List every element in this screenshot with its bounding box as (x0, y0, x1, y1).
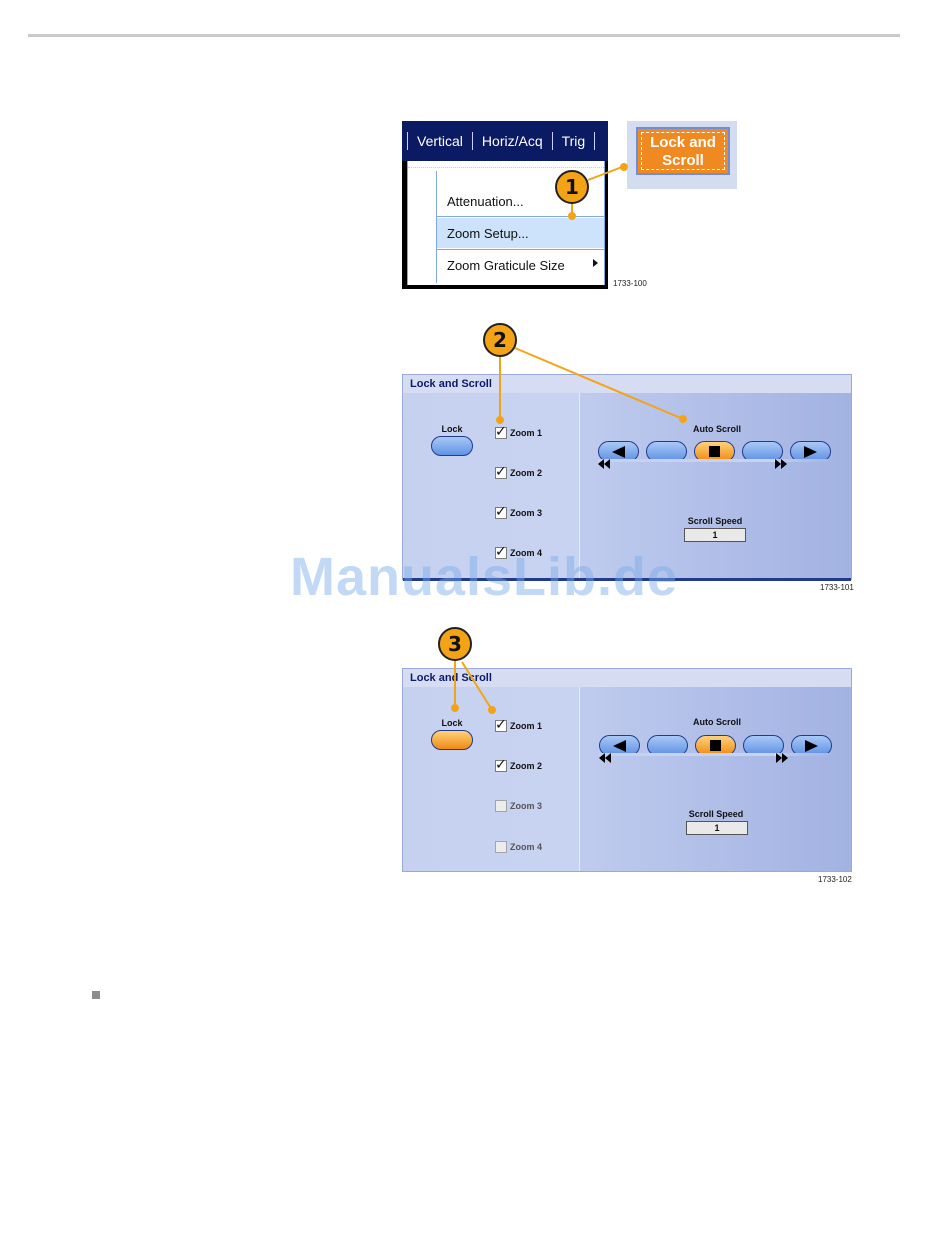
bullet-marker (92, 991, 100, 999)
zoom-1-checkbox[interactable]: ✓ (495, 427, 507, 439)
auto-scroll-label: Auto Scroll (657, 424, 777, 434)
callout-anchor-dot (679, 415, 687, 423)
lock-and-scroll-label: Lock and Scroll (638, 134, 728, 170)
check-icon: ✓ (495, 757, 507, 771)
scroll-speed-label: Scroll Speed (675, 516, 755, 526)
check-icon: ✓ (495, 717, 507, 731)
panel-title: Lock and Scroll (410, 672, 492, 684)
callout-anchor-dot (620, 163, 628, 171)
fast-reverse-button[interactable] (647, 735, 688, 756)
scroll-speed-field[interactable]: 1 (684, 528, 746, 542)
zoom-3-checkbox-row[interactable]: ✓ Zoom 3 (495, 507, 542, 519)
zoom-2-checkbox[interactable]: ✓ (495, 467, 507, 479)
lock-button[interactable] (431, 730, 473, 750)
zoom-3-checkbox-row[interactable]: Zoom 3 (495, 800, 542, 812)
zoom-1-checkbox-row[interactable]: ✓ Zoom 1 (495, 720, 542, 732)
lock-button[interactable] (431, 436, 473, 456)
callout-1: 1 (555, 170, 589, 204)
play-reverse-icon (612, 446, 625, 458)
zoom-3-checkbox[interactable] (495, 800, 507, 812)
fast-reverse-icon (599, 753, 776, 756)
menu-bar: Vertical Horiz/Acq Trig (402, 121, 608, 161)
zoom-2-checkbox[interactable]: ✓ (495, 760, 507, 772)
play-forward-icon (805, 740, 818, 752)
submenu-arrow-icon (593, 259, 598, 267)
fast-reverse-icon (598, 459, 775, 462)
menu-separator (472, 132, 473, 150)
menu-item-zoom-setup[interactable]: Zoom Setup... (437, 218, 604, 248)
menu-trig[interactable]: Trig (558, 133, 590, 149)
auto-scroll-controls (599, 735, 839, 756)
check-icon: ✓ (495, 424, 507, 438)
menu-separator (594, 132, 595, 150)
callout-anchor-dot (496, 416, 504, 424)
callout-2: 2 (483, 323, 517, 357)
fast-forward-icon (776, 753, 839, 756)
menu-vertical[interactable]: Vertical (413, 133, 467, 149)
top-rule (28, 34, 900, 37)
scroll-speed-field[interactable]: 1 (686, 821, 748, 835)
zoom-1-checkbox-row[interactable]: ✓ Zoom 1 (495, 427, 542, 439)
callout-anchor-dot (568, 212, 576, 220)
zoom-4-checkbox[interactable] (495, 841, 507, 853)
stop-icon (709, 446, 720, 457)
watermark: ManualsLib.de (290, 546, 678, 608)
callout-anchor-dot (488, 706, 496, 714)
menu-separator (407, 132, 408, 150)
play-reverse-icon (613, 740, 626, 752)
menu-separator (552, 132, 553, 150)
callout-anchor-dot (451, 704, 459, 712)
fast-forward-icon (775, 459, 838, 462)
figure-id: 1733-100 (613, 279, 647, 288)
check-icon: ✓ (495, 504, 507, 518)
check-icon: ✓ (495, 464, 507, 478)
figure-id: 1733-102 (818, 875, 852, 884)
fast-reverse-button[interactable] (646, 441, 687, 462)
callout-3: 3 (438, 627, 472, 661)
zoom-3-checkbox[interactable]: ✓ (495, 507, 507, 519)
stop-icon (710, 740, 721, 751)
menu-item-zoom-graticule-size[interactable]: Zoom Graticule Size (437, 250, 604, 280)
menu-horiz-acq[interactable]: Horiz/Acq (478, 133, 547, 149)
panel-title: Lock and Scroll (410, 378, 492, 390)
auto-scroll-label: Auto Scroll (657, 717, 777, 727)
zoom-1-checkbox[interactable]: ✓ (495, 720, 507, 732)
zoom-2-checkbox-row[interactable]: ✓ Zoom 2 (495, 760, 542, 772)
zoom-4-checkbox-row[interactable]: Zoom 4 (495, 841, 542, 853)
lock-label: Lock (439, 718, 465, 728)
play-forward-icon (804, 446, 817, 458)
scroll-speed-label: Scroll Speed (676, 809, 756, 819)
lock-scroll-panel-2: Lock and Scroll Lock ✓ Zoom 1 ✓ Zoom 2 Z… (402, 668, 852, 872)
lock-and-scroll-button[interactable]: Lock and Scroll (627, 121, 737, 189)
lock-label: Lock (439, 424, 465, 434)
figure-id: 1733-101 (820, 583, 854, 592)
zoom-2-checkbox-row[interactable]: ✓ Zoom 2 (495, 467, 542, 479)
auto-scroll-controls (598, 441, 838, 462)
